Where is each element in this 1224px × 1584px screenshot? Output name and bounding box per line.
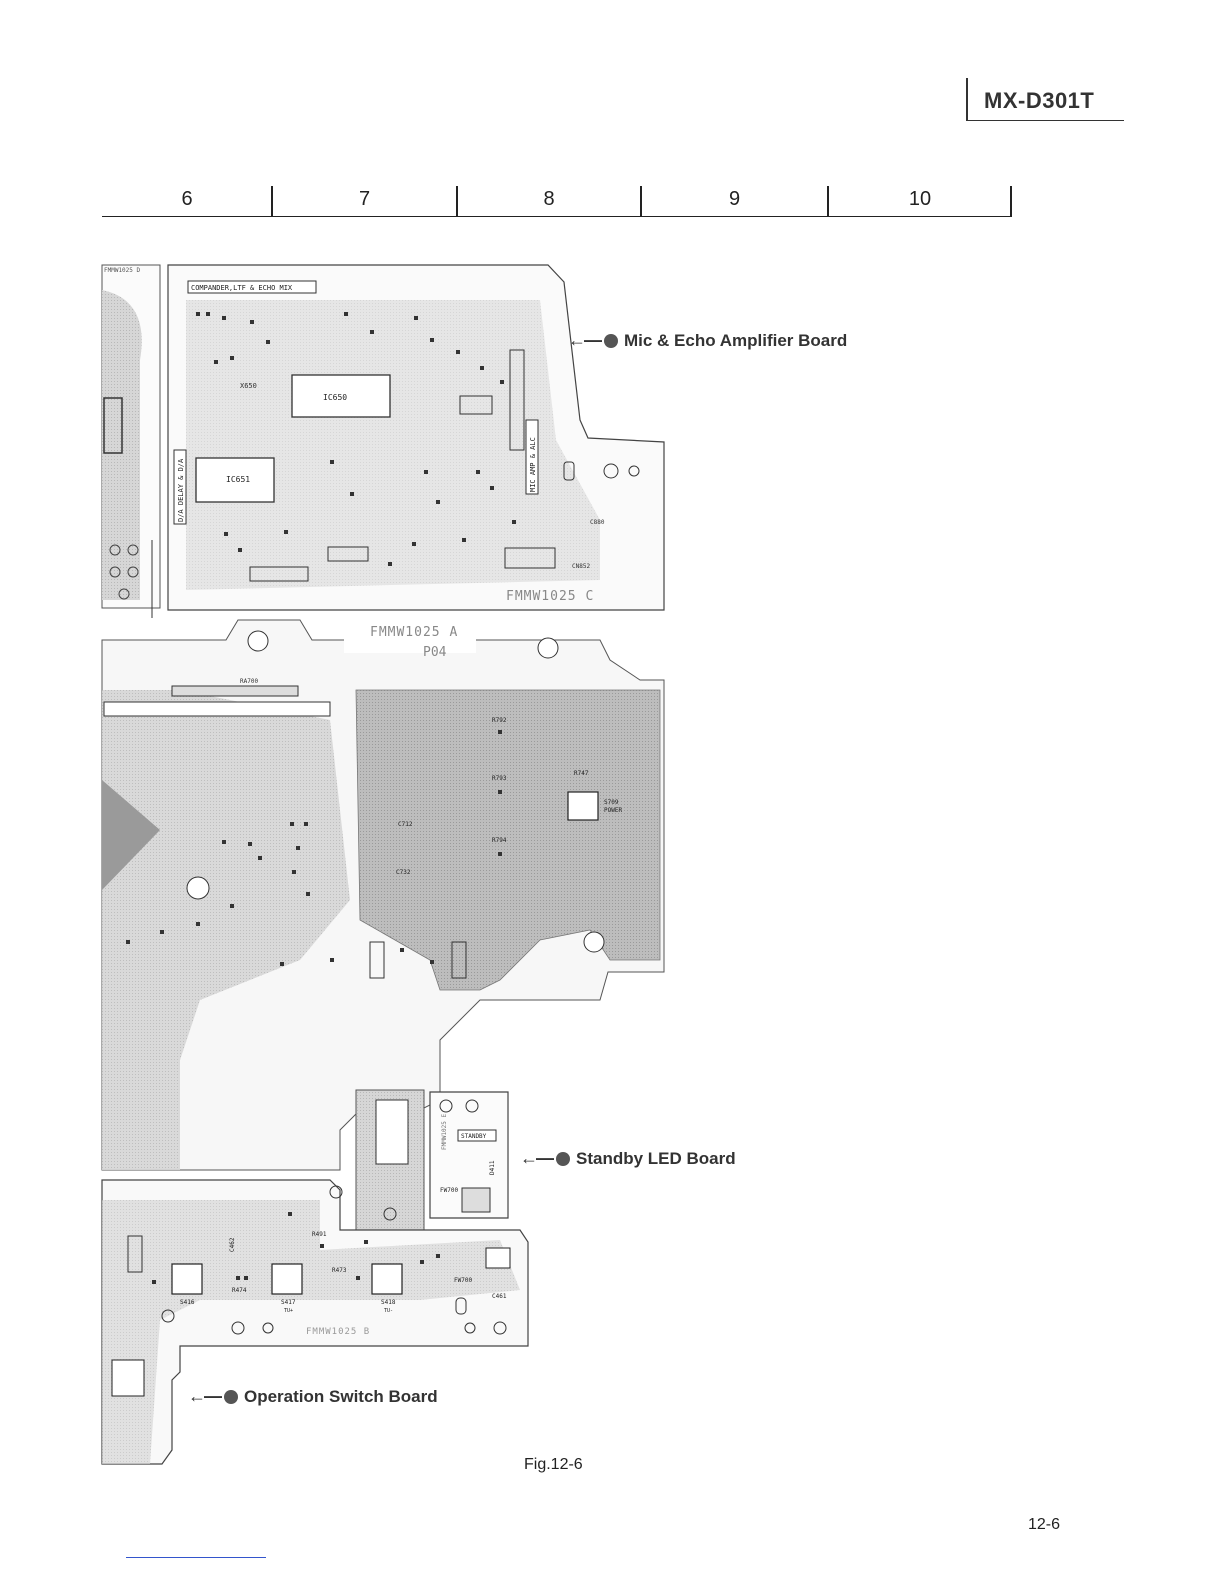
r793-label: R793 — [492, 775, 507, 782]
cn852-label: CN852 — [572, 563, 590, 570]
ic651-label: IC651 — [226, 475, 250, 484]
bullet-dot-icon — [604, 333, 618, 348]
arrow-left-icon: ←— — [520, 1148, 554, 1168]
callout-standby-led: ←— Standby LED Board — [520, 1148, 736, 1169]
callout-operation-switch: ←— Operation Switch Board — [188, 1386, 438, 1407]
r474-label: R474 — [232, 1287, 247, 1294]
grid-divider — [640, 186, 642, 216]
mic-echo-board: COMPANDER,LTF & ECHO MIX IC650 IC651 D/A… — [167, 264, 665, 611]
ic650-label: IC650 — [323, 393, 347, 402]
grid-divider — [1010, 186, 1012, 216]
arrow-left-icon: ←— — [188, 1386, 222, 1406]
c712-label: C712 — [398, 821, 413, 828]
operation-board-code: FMMW1025 B — [306, 1327, 370, 1337]
fw700-op-label: FW700 — [454, 1277, 472, 1284]
c461-label: C461 — [492, 1293, 507, 1300]
page-number: 12-6 — [1028, 1516, 1061, 1533]
main-board: FMMW1025 A P04 RA700 S709 POWER R747 R79… — [101, 619, 665, 1171]
r792-label: R792 — [492, 717, 507, 724]
grid-divider — [456, 186, 458, 216]
grid-column-label: 9 — [728, 188, 741, 210]
c732-label: C732 — [396, 869, 411, 876]
footer-line — [126, 1557, 266, 1558]
left-board: FMMW1025 D — [101, 264, 161, 618]
da-delay-label: D/A DELAY & D/A — [177, 458, 185, 522]
r491-label: R491 — [312, 1231, 327, 1238]
mic-board-code: FMMW1025 C — [506, 589, 594, 604]
fw700-standby-label: FW700 — [440, 1187, 458, 1194]
model-title: MX-D301T — [966, 78, 1124, 121]
s416-label: S416 — [180, 1299, 195, 1306]
compander-label: COMPANDER,LTF & ECHO MIX — [191, 284, 293, 292]
figure-caption: Fig.12-6 — [524, 1456, 583, 1473]
s417-label: S417 — [281, 1299, 296, 1306]
power-label: POWER — [604, 807, 622, 814]
grid-column-label: 10 — [908, 188, 932, 210]
grid-column-label: 6 — [181, 188, 193, 210]
c880-label: C880 — [590, 519, 605, 526]
x650-label: X650 — [240, 382, 257, 390]
grid-divider — [827, 186, 829, 216]
bullet-dot-icon — [224, 1389, 238, 1404]
grid-column-10: 10 — [828, 180, 1012, 216]
callout-operation-switch-text: Operation Switch Board — [244, 1386, 438, 1406]
r473-label: R473 — [332, 1267, 347, 1274]
callout-standby-led-text: Standby LED Board — [576, 1148, 736, 1168]
callout-mic-echo-text: Mic & Echo Amplifier Board — [624, 330, 848, 350]
grid-column-9: 9 — [641, 180, 828, 216]
main-board-code: FMMW1025 A — [370, 625, 458, 640]
left-board-label: FMMW1025 D — [104, 267, 141, 274]
s709-label: S709 — [604, 799, 619, 806]
main-board-sub: P04 — [423, 645, 447, 660]
arrow-left-icon: ←— — [568, 330, 602, 350]
mic-amp-label: MIC AMP & ALC — [529, 437, 537, 492]
r794-label: R794 — [492, 837, 507, 844]
tu-plus-label: TU+ — [284, 1308, 293, 1314]
bullet-dot-icon — [556, 1151, 570, 1166]
ra700-label: RA700 — [240, 678, 258, 685]
d411-label: D411 — [489, 1160, 496, 1175]
grid-divider — [271, 186, 273, 216]
c462-label: C462 — [229, 1237, 236, 1252]
standby-silk: STANDBY — [461, 1133, 487, 1140]
grid-column-label: 7 — [358, 188, 371, 210]
r747-label: R747 — [574, 770, 589, 777]
operation-board: S416 S417 TU+ S418 TU- FW700 R474 R473 R… — [101, 1179, 529, 1465]
standby-board: STANDBY D411 FW700 FMMW1025 E — [355, 1089, 509, 1231]
s418-label: S418 — [381, 1299, 396, 1306]
grid-column-8: 8 — [457, 180, 641, 216]
model-title-text: MX-D301T — [984, 88, 1095, 113]
tu-minus-label: TU- — [384, 1308, 393, 1314]
grid-ruler: 6 7 8 9 10 — [102, 180, 1012, 217]
grid-column-label: 8 — [543, 188, 555, 210]
grid-column-7: 7 — [272, 180, 457, 216]
standby-board-code: FMMW1025 E — [441, 1113, 448, 1150]
grid-column-6: 6 — [102, 180, 272, 216]
callout-mic-echo: ←— Mic & Echo Amplifier Board — [568, 330, 847, 351]
